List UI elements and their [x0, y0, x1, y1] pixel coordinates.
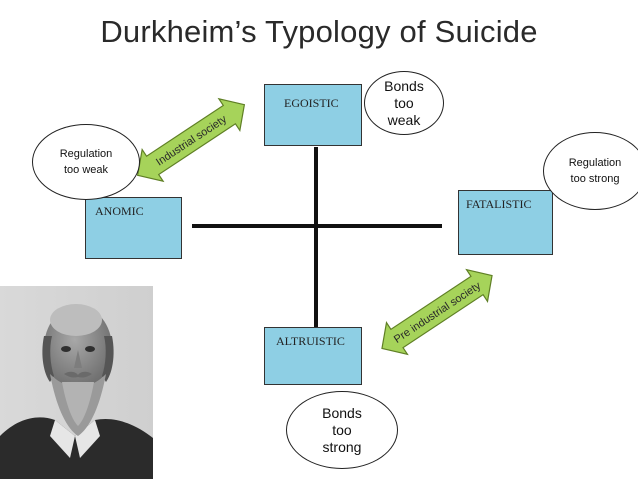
- regulation-too-strong-text: Regulation too strong: [569, 155, 622, 187]
- industrial-arrow-label: Industrial society: [154, 113, 229, 169]
- bonds-too-weak-text: Bonds too weak: [384, 78, 424, 129]
- bonds-too-weak-bubble: Bonds too weak: [364, 71, 444, 135]
- pre-industrial-arrow-label: Pre industrial society: [392, 280, 484, 346]
- bonds-too-strong-text: Bonds too strong: [322, 405, 362, 456]
- regulation-too-strong-bubble: Regulation too strong: [543, 132, 638, 210]
- pre-industrial-society-arrow: Pre industrial society: [371, 260, 502, 365]
- regulation-too-weak-text: Regulation too weak: [60, 146, 113, 178]
- bonds-too-strong-bubble: Bonds too strong: [286, 391, 398, 469]
- durkheim-portrait-photo: [0, 286, 153, 479]
- regulation-too-weak-bubble: Regulation too weak: [32, 124, 140, 200]
- industrial-society-arrow: Industrial society: [127, 89, 255, 191]
